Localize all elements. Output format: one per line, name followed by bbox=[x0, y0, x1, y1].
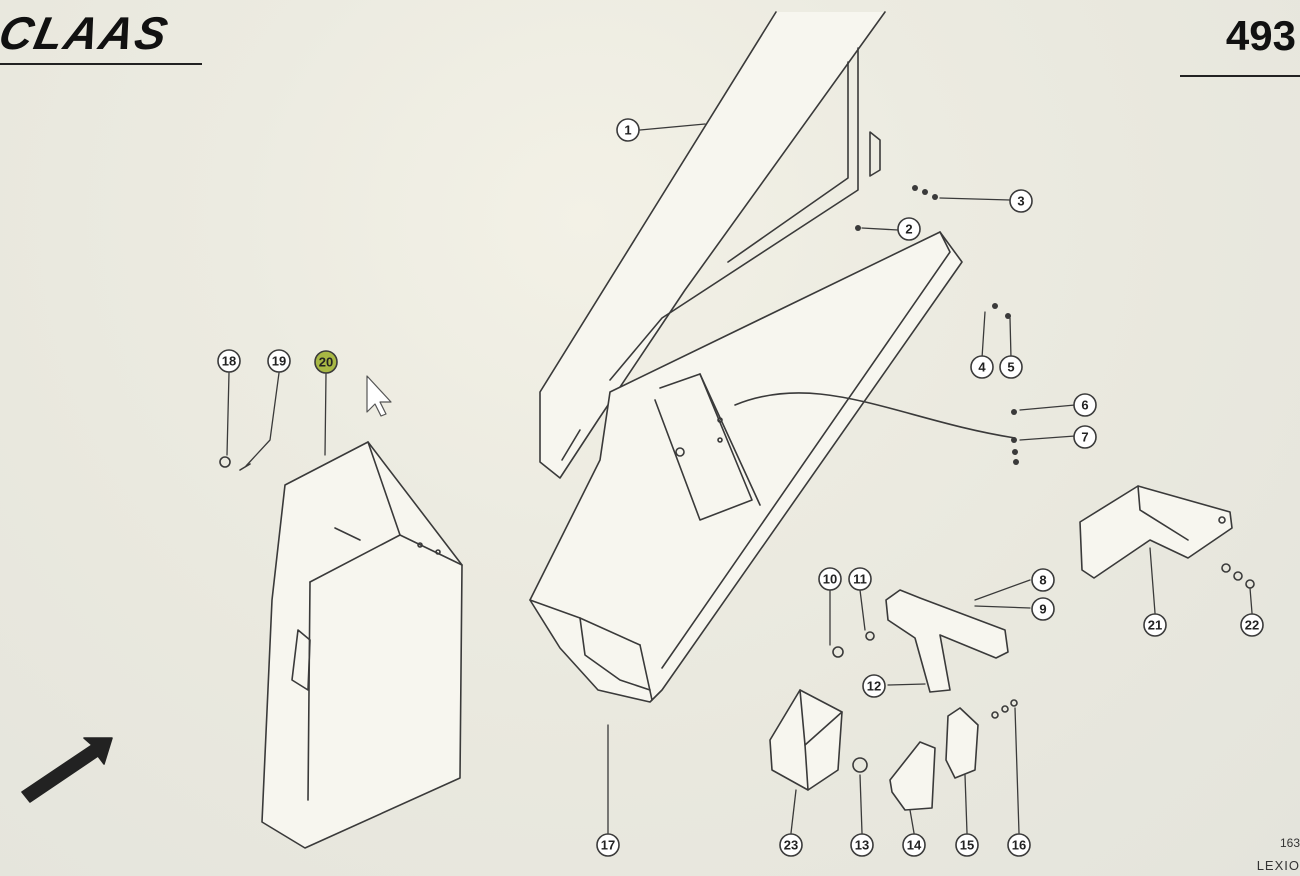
part-hinge-assembly bbox=[852, 699, 1018, 811]
callout-circle bbox=[999, 355, 1023, 379]
callout-number: 7 bbox=[1081, 430, 1088, 445]
fasteners-2-3-4-5 bbox=[855, 185, 1011, 319]
callout-14: 14 bbox=[902, 833, 926, 857]
callout-number: 12 bbox=[867, 679, 881, 694]
callout-12: 12 bbox=[862, 674, 886, 698]
callout-circle bbox=[1007, 833, 1031, 857]
callout-circle bbox=[1009, 189, 1033, 213]
callout-circle bbox=[902, 833, 926, 857]
brand-underline bbox=[0, 63, 202, 65]
callout-number: 9 bbox=[1039, 602, 1046, 617]
callout-circle bbox=[267, 349, 291, 373]
callout-circle bbox=[1073, 393, 1097, 417]
callout-circle bbox=[1143, 613, 1167, 637]
callout-3: 3 bbox=[1009, 189, 1033, 213]
callout-number: 3 bbox=[1017, 194, 1024, 209]
callout-number: 13 bbox=[855, 838, 869, 853]
callout-circle bbox=[970, 355, 994, 379]
callout-number: 16 bbox=[1012, 838, 1026, 853]
callout-number: 14 bbox=[907, 838, 922, 853]
callout-number: 23 bbox=[784, 838, 798, 853]
callout-circle bbox=[314, 350, 338, 374]
callout-16: 16 bbox=[1007, 833, 1031, 857]
callout-number: 6 bbox=[1081, 398, 1088, 413]
callout-11: 11 bbox=[848, 567, 872, 591]
callout-number: 15 bbox=[960, 838, 974, 853]
callout-8: 8 bbox=[1031, 568, 1055, 592]
part-bracket bbox=[1079, 485, 1255, 589]
callout-22: 22 bbox=[1240, 613, 1264, 637]
callout-number: 21 bbox=[1148, 618, 1162, 633]
callout-number: 8 bbox=[1039, 573, 1046, 588]
callout-number: 20 bbox=[319, 355, 333, 370]
callout-circle bbox=[862, 674, 886, 698]
callout-number: 17 bbox=[601, 838, 615, 853]
callout-number: 5 bbox=[1007, 360, 1014, 375]
callout-number: 18 bbox=[222, 354, 236, 369]
mouse-cursor-icon bbox=[366, 375, 392, 417]
callout-number: 11 bbox=[853, 572, 867, 587]
callout-5: 5 bbox=[999, 355, 1023, 379]
callout-13: 13 bbox=[850, 833, 874, 857]
callout-number: 10 bbox=[823, 572, 837, 587]
callout-number: 19 bbox=[272, 354, 286, 369]
callout-circle bbox=[1031, 597, 1055, 621]
callout-circle bbox=[616, 118, 640, 142]
callout-21: 21 bbox=[1143, 613, 1167, 637]
callout-circle bbox=[850, 833, 874, 857]
callout-10: 10 bbox=[818, 567, 842, 591]
footer-code: 163 bbox=[1279, 836, 1300, 850]
callout-circle bbox=[1031, 568, 1055, 592]
callout-circle bbox=[848, 567, 872, 591]
callout-circle bbox=[596, 833, 620, 857]
callout-circle bbox=[1240, 613, 1264, 637]
part-panel-long bbox=[539, 11, 886, 479]
page-number: 493 bbox=[1225, 12, 1296, 59]
callout-19: 19 bbox=[267, 349, 291, 373]
callout-1: 1 bbox=[616, 118, 640, 142]
callout-9: 9 bbox=[1031, 597, 1055, 621]
callout-number: 2 bbox=[905, 222, 912, 237]
part-cable bbox=[734, 392, 1016, 439]
callout-18: 18 bbox=[217, 349, 241, 373]
callout-6: 6 bbox=[1073, 393, 1097, 417]
callout-4: 4 bbox=[970, 355, 994, 379]
part-side-guard bbox=[219, 441, 463, 849]
part-block bbox=[769, 689, 843, 791]
leader-lines bbox=[226, 123, 1253, 834]
callout-circle bbox=[897, 217, 921, 241]
callout-circle bbox=[779, 833, 803, 857]
callout-number: 1 bbox=[624, 123, 631, 138]
direction-arrow bbox=[21, 737, 113, 803]
callout-7: 7 bbox=[1073, 425, 1097, 449]
part-housing bbox=[529, 231, 963, 703]
callout-23: 23 bbox=[779, 833, 803, 857]
callout-number: 4 bbox=[978, 360, 986, 375]
callout-15: 15 bbox=[955, 833, 979, 857]
callout-20: 20 bbox=[314, 350, 338, 374]
page-number-underline bbox=[1180, 75, 1300, 77]
callout-circle bbox=[818, 567, 842, 591]
callout-17: 17 bbox=[596, 833, 620, 857]
callout-number: 22 bbox=[1245, 618, 1259, 633]
callout-circle bbox=[1073, 425, 1097, 449]
footer-text: LEXIO bbox=[1256, 858, 1300, 873]
callout-circle bbox=[955, 833, 979, 857]
small-fasteners-6-7 bbox=[1011, 409, 1019, 465]
callout-2: 2 bbox=[897, 217, 921, 241]
callout-circle bbox=[217, 349, 241, 373]
part-arm bbox=[832, 589, 1009, 693]
